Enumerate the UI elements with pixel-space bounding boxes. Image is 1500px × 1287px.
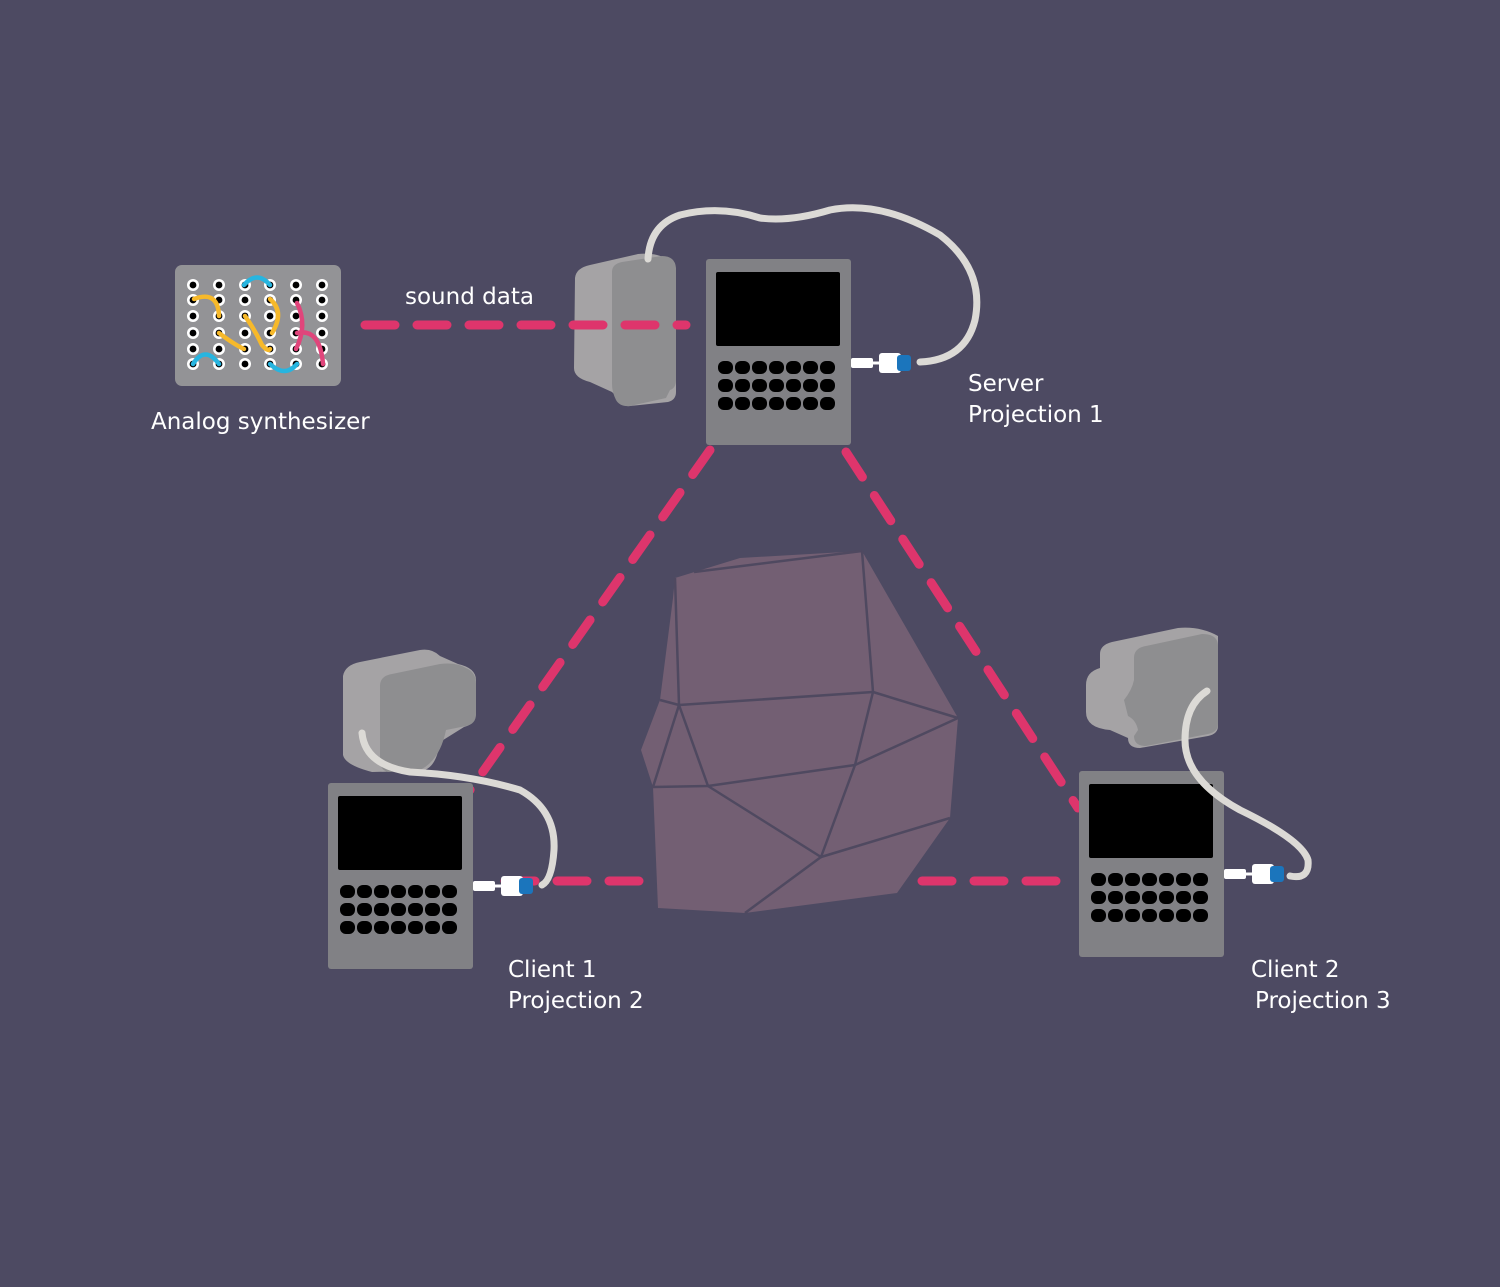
cable-server [644, 204, 981, 366]
sculpture-body [641, 551, 958, 913]
connector-server [851, 353, 911, 373]
patch-jack-hole [189, 281, 197, 289]
analog-synthesizer [175, 265, 341, 386]
server-label-line1: Server [968, 371, 1044, 397]
cable-client1 [358, 729, 558, 889]
patch-cables [190, 275, 326, 374]
projector-client2 [1086, 627, 1218, 748]
sculpture-facets [651, 549, 959, 915]
patch-jack-hole [215, 345, 223, 353]
link-server-client2 [841, 447, 1083, 813]
client2-label-line1: Client 2 [1251, 957, 1340, 983]
patch-jack-hole [318, 296, 326, 304]
patch-jack-hole [292, 312, 300, 320]
client1-label-line2: Projection 2 [508, 988, 644, 1014]
patch-jack-hole [266, 312, 274, 320]
projector-server [574, 253, 676, 407]
computer-server [706, 259, 851, 445]
patch-jack-hole [189, 329, 197, 337]
patch-jack-hole [215, 281, 223, 289]
patch-jack-hole [241, 296, 249, 304]
client1-label-line1: Client 1 [508, 957, 597, 983]
patch-jack-hole [241, 329, 249, 337]
synth-label: Analog synthesizer [151, 409, 370, 435]
link-server-client1 [465, 445, 715, 795]
patch-jack-hole [318, 281, 326, 289]
synth-panel [175, 265, 341, 386]
computer-client1 [328, 783, 473, 969]
cable-client2 [1181, 687, 1312, 881]
computer-client2 [1079, 771, 1224, 957]
patch-jack-hole [292, 281, 300, 289]
polygonal-sculpture [641, 549, 959, 915]
patch-jack-hole [189, 345, 197, 353]
projector-client1 [343, 649, 476, 772]
patch-jack-hole [318, 329, 326, 337]
server-label-line2: Projection 1 [968, 402, 1104, 428]
patch-jack-hole [318, 312, 326, 320]
patch-jack-hole [241, 360, 249, 368]
client2-label-line2: Projection 3 [1255, 988, 1391, 1014]
connector-client2 [1224, 864, 1284, 884]
sound-data-label: sound data [405, 284, 534, 310]
connector-client1 [473, 876, 533, 896]
patch-jack-hole [189, 312, 197, 320]
